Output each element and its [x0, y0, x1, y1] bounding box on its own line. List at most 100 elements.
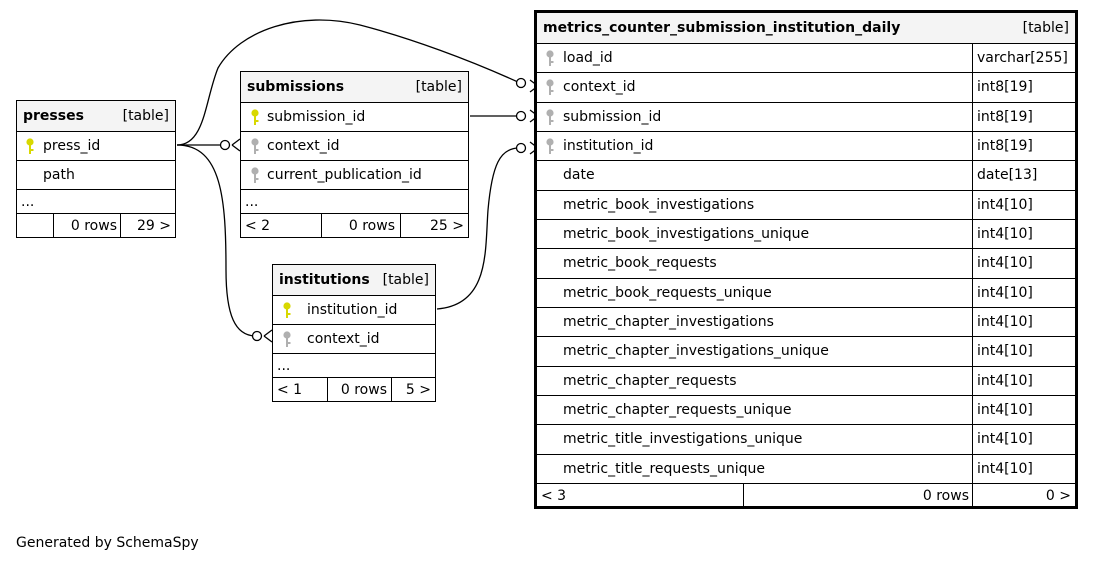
column-row[interactable]: context_id: [241, 131, 468, 160]
column-name: context_id: [307, 331, 380, 347]
column-name: submission_id: [563, 108, 662, 125]
table-institutions[interactable]: institutions [table] institution_id cont…: [272, 264, 436, 402]
column-type: int4[10]: [977, 314, 1033, 331]
table-name: metrics_counter_submission_institution_d…: [543, 20, 901, 36]
column-row[interactable]: current_publication_id: [241, 160, 468, 189]
column-row[interactable]: metric_title_requests_unique int4[10]: [537, 453, 1075, 483]
table-header: metrics_counter_submission_institution_d…: [537, 13, 1075, 43]
footer-parents[interactable]: < 1: [277, 381, 303, 398]
column-row[interactable]: metric_chapter_investigations_unique int4…: [537, 336, 1075, 366]
column-name: metric_book_requests: [563, 255, 717, 272]
column-name: load_id: [563, 50, 613, 67]
optional-marker: [515, 110, 527, 122]
more-columns: ...: [17, 189, 175, 213]
table-submissions[interactable]: submissions [table] submission_id contex…: [240, 71, 469, 238]
footer-children[interactable]: 25 >: [430, 217, 464, 234]
column-row[interactable]: load_id varchar[255]: [537, 43, 1075, 73]
table-name: submissions: [247, 79, 345, 95]
foreign-key-icon: [546, 138, 554, 155]
column-type: int4[10]: [977, 402, 1033, 419]
more-columns: ...: [273, 353, 435, 377]
footer-parents[interactable]: < 3: [541, 487, 567, 504]
optional-marker: [219, 139, 231, 151]
column-row[interactable]: context_id int8[19]: [537, 72, 1075, 102]
column-name: context_id: [563, 79, 636, 96]
column-row[interactable]: metric_book_requests_unique int4[10]: [537, 277, 1075, 307]
column-type: int4[10]: [977, 284, 1033, 301]
column-type: int4[10]: [977, 460, 1033, 477]
footer-children[interactable]: 5 >: [405, 381, 431, 398]
foreign-key-icon: [251, 167, 259, 183]
column-name: metric_book_investigations_unique: [563, 226, 810, 243]
column-name: context_id: [267, 138, 340, 154]
ellipsis: ...: [21, 193, 35, 210]
column-name: institution_id: [307, 302, 398, 318]
column-type: int8[19]: [977, 79, 1033, 96]
column-row[interactable]: path: [17, 160, 175, 189]
column-name: metric_chapter_investigations: [563, 314, 774, 331]
table-name: institutions: [279, 272, 370, 288]
column-type: int8[19]: [977, 138, 1033, 155]
column-row[interactable]: metric_book_investigations int4[10]: [537, 189, 1075, 219]
footer-children[interactable]: 29 >: [137, 217, 171, 234]
footer-row-count: 0 rows: [70, 217, 117, 234]
column-row[interactable]: metric_book_requests int4[10]: [537, 248, 1075, 278]
table-name: presses: [23, 108, 84, 124]
column-row[interactable]: institution_id: [273, 295, 435, 324]
foreign-key-icon: [283, 331, 291, 347]
footer-children[interactable]: 0 >: [1045, 487, 1071, 504]
primary-key-icon: [283, 302, 291, 318]
table-header: institutions [table]: [273, 265, 435, 295]
optional-marker: [515, 77, 527, 89]
column-type: int4[10]: [977, 255, 1033, 272]
column-row[interactable]: metric_chapter_requests int4[10]: [537, 365, 1075, 395]
column-name: path: [43, 167, 75, 183]
column-row[interactable]: press_id: [17, 131, 175, 160]
foreign-key-icon: [546, 50, 554, 67]
footer-row-count: 0 rows: [922, 487, 969, 504]
table-kind: [table]: [415, 79, 462, 95]
table-footer: 0 rows 29 >: [17, 213, 175, 237]
optional-marker: [515, 142, 527, 154]
footer-row-count: 0 rows: [340, 381, 387, 398]
column-row[interactable]: metric_chapter_requests_unique int4[10]: [537, 394, 1075, 425]
column-name: metric_chapter_investigations_unique: [563, 343, 829, 360]
column-row[interactable]: submission_id: [241, 102, 468, 131]
table-kind: [table]: [1022, 20, 1069, 36]
column-type: int4[10]: [977, 372, 1033, 389]
column-name: metric_title_investigations_unique: [563, 431, 803, 448]
link-presses-institutions-context: [176, 144, 257, 337]
link-institutions-metrics-institution: [436, 147, 520, 310]
column-name: metric_chapter_requests_unique: [563, 402, 792, 419]
foreign-key-icon: [546, 109, 554, 125]
column-type: int4[10]: [977, 196, 1033, 213]
column-type: int4[10]: [977, 343, 1033, 360]
column-type: varchar[255]: [977, 50, 1068, 67]
table-kind: [table]: [382, 272, 429, 288]
footer-parents[interactable]: < 2: [245, 217, 271, 234]
column-row[interactable]: context_id: [273, 324, 435, 353]
column-name: submission_id: [267, 109, 366, 125]
foreign-key-icon: [251, 138, 259, 154]
foreign-key-icon: [546, 79, 554, 96]
table-header: submissions [table]: [241, 72, 468, 102]
table-header: presses [table]: [17, 101, 175, 131]
column-row[interactable]: metric_chapter_investigations int4[10]: [537, 306, 1075, 337]
column-name: metric_book_investigations: [563, 196, 755, 213]
ellipsis: ...: [245, 193, 259, 210]
table-footer: < 2 0 rows 25 >: [241, 213, 468, 237]
table-presses[interactable]: presses [table] press_id path ... 0 rows…: [16, 100, 176, 238]
column-name: metric_chapter_requests: [563, 372, 737, 389]
generated-by-label: Generated by SchemaSpy: [16, 535, 199, 551]
column-name: current_publication_id: [267, 167, 422, 183]
column-name: date: [563, 167, 595, 184]
column-name: metric_book_requests_unique: [563, 284, 772, 301]
table-metrics-counter-submission-institution-daily[interactable]: metrics_counter_submission_institution_d…: [534, 10, 1078, 509]
column-name: metric_title_requests_unique: [563, 460, 765, 477]
